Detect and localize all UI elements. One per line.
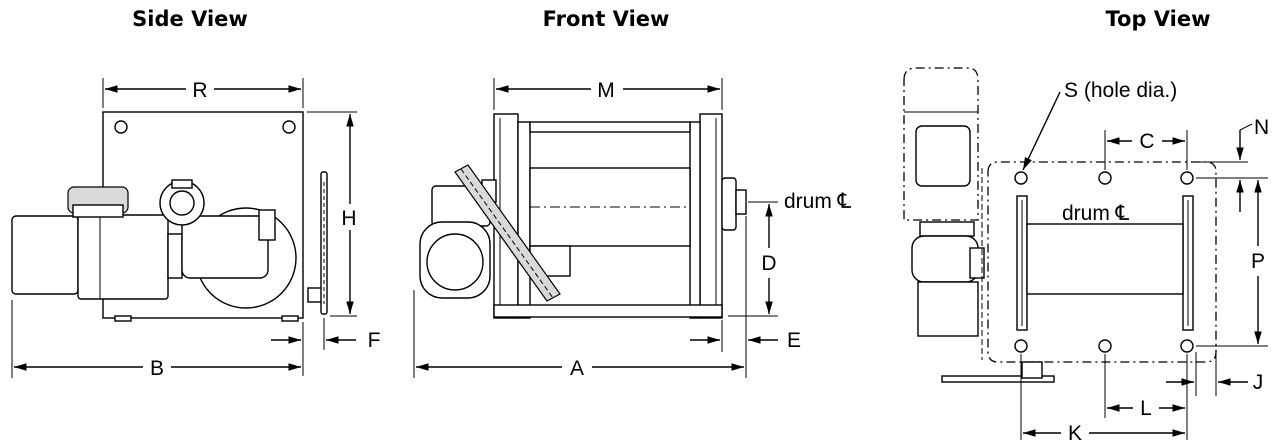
front-right-frame: [699, 113, 723, 319]
dim-N: N: [1254, 116, 1269, 139]
top-view: S (hole dia.) C drum ℄ N P J L: [903, 67, 1269, 445]
dim-E: E: [787, 329, 801, 352]
dim-P: P: [1251, 250, 1265, 273]
dim-L: L: [1140, 397, 1152, 420]
top-drum-centerline-label: drum ℄: [1062, 202, 1130, 225]
dim-D: D: [761, 252, 776, 275]
side-gearbox: [181, 215, 269, 279]
dim-A: A: [570, 357, 584, 380]
dim-K: K: [1068, 422, 1082, 445]
dim-R: R: [192, 79, 207, 102]
side-motor: [11, 215, 79, 295]
top-drum: [1026, 223, 1184, 295]
top-view-title: Top View: [1105, 7, 1210, 31]
front-view: M drum ℄ D E A: [413, 78, 852, 380]
side-view-title: Side View: [132, 7, 248, 31]
dim-B: B: [150, 357, 164, 380]
top-mount-hole: [1014, 171, 1028, 185]
side-view: R H F B: [11, 78, 381, 380]
front-view-title: Front View: [543, 7, 670, 31]
front-handle: [454, 164, 561, 302]
dim-H: H: [341, 207, 356, 230]
dim-F: F: [368, 329, 381, 352]
dim-C: C: [1139, 130, 1154, 153]
top-motor-outline: [903, 67, 979, 221]
dim-J: J: [1253, 371, 1264, 394]
dim-M: M: [597, 79, 615, 102]
dim-S: S (hole dia.): [1064, 79, 1177, 102]
front-drum-centerline-label: drum ℄: [784, 190, 852, 213]
